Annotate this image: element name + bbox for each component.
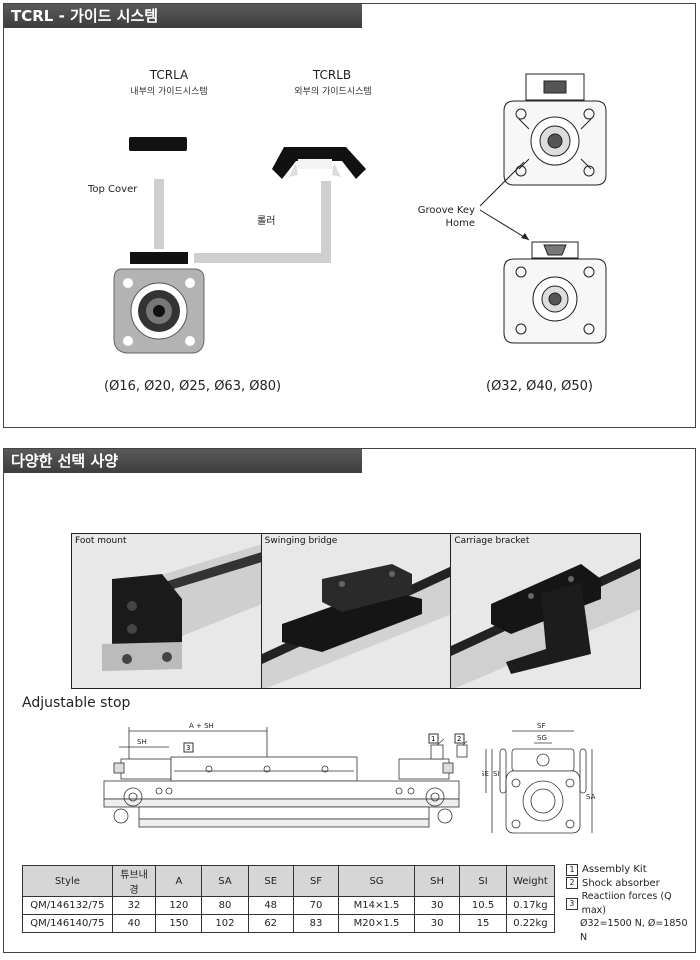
note-text: Reactiion forces (Q max) [581, 891, 672, 916]
table-cell: 150 [155, 914, 203, 933]
adjustable-stop-drawing-end: SF SG SE SI SA [482, 722, 596, 834]
note-text: Shock absorber [582, 877, 660, 889]
spec-table-header-row: Style 튜브내경 A SA SE SF SG SH SI Weight [22, 865, 556, 897]
dim-si: SI [493, 770, 500, 778]
table-cell: QM/146132/75 [22, 896, 113, 915]
dim-sh: SH [137, 738, 147, 746]
col-weight: Weight [505, 865, 556, 897]
tcrla-title: TCRLA [149, 68, 189, 82]
groove-key-label-line2: Home [445, 218, 475, 229]
cross-section-top [503, 73, 607, 186]
dim-sf: SF [537, 722, 545, 730]
table-cell: 70 [292, 896, 340, 915]
tcrlb-desc: 외부의 가이드시스템 [294, 87, 372, 97]
sizes-left: (Ø16, Ø20, Ø25, Ø63, Ø80) [104, 379, 282, 394]
note-shock-absorber: 2 Shock absorber [566, 877, 694, 891]
table-cell: M20×1.5 [338, 914, 415, 933]
note-number: 2 [566, 877, 578, 890]
table-cell: 62 [247, 914, 294, 933]
tcrla-desc: 내부의 가이드시스템 [130, 87, 208, 97]
photo-carriage-bracket: Carriage bracket [451, 534, 641, 688]
callout-3: 3 [183, 742, 194, 753]
col-a: A [155, 865, 203, 897]
section-header-guide-system: TCRL - 가이드 시스템 [4, 4, 362, 28]
top-cover-label: Top Cover [88, 184, 138, 195]
table-cell: QM/146140/75 [22, 914, 113, 933]
photo-label-carriage-bracket: Carriage bracket [454, 536, 530, 546]
callout-1-text: 1 [431, 735, 435, 743]
col-style: Style [22, 865, 113, 897]
dim-sa: SA [586, 793, 596, 801]
guide-system-panel: TCRL - 가이드 시스템 TCRLA 내부의 가이드시스템 TCRLB 외부… [3, 3, 696, 428]
section-header-options: 다양한 선택 사양 [4, 449, 362, 473]
table-cell: 0.17kg [505, 896, 556, 915]
note-assembly-kit: 1 Assembly Kit [566, 863, 694, 877]
table-cell: 83 [292, 914, 340, 933]
table-cell: 30 [413, 914, 461, 933]
tcrl-guide-illustration [113, 137, 366, 354]
table-cell: 102 [201, 914, 249, 933]
cross-section-bottom [503, 241, 607, 344]
col-tube-bore: 튜브내경 [111, 865, 157, 897]
col-si: SI [459, 865, 507, 897]
table-cell: 0.22kg [505, 914, 556, 933]
table-cell: M14×1.5 [338, 896, 415, 915]
callout-2: 2 [454, 733, 465, 744]
table-cell: 15 [459, 914, 507, 933]
table-cell: 10.5 [459, 896, 507, 915]
col-se: SE [247, 865, 294, 897]
photo-swinging-bridge: Swinging bridge [261, 534, 452, 688]
roller-label: 롤러 [257, 216, 276, 227]
col-sf: SF [292, 865, 340, 897]
option-photos: Foot mount Swinging bridge Carriage brac… [71, 533, 641, 689]
table-cell: 40 [111, 914, 157, 933]
dim-se: SE [482, 770, 489, 778]
dim-a-sh: A + SH [189, 722, 214, 730]
sizes-right: (Ø32, Ø40, Ø50) [486, 379, 593, 394]
spec-notes: 1 Assembly Kit 2 Shock absorber 3 Reacti… [566, 863, 694, 944]
groove-key-pointer-lines [479, 161, 530, 241]
tcrlb-title: TCRLB [312, 68, 352, 82]
callout-2-text: 2 [457, 735, 461, 743]
note-reaction-values: Ø32=1500 N, Ø=1850 N [580, 918, 688, 943]
note-number: 3 [566, 897, 578, 910]
col-sa: SA [201, 865, 249, 897]
adjustable-stop-title: Adjustable stop [22, 695, 131, 711]
options-panel: 다양한 선택 사양 Foot mount Swinging bridge [3, 448, 696, 953]
table-cell: 30 [413, 896, 461, 915]
col-sg: SG [338, 865, 415, 897]
col-sh: SH [413, 865, 461, 897]
adjustable-stop-drawing-side: A + SH SH 1 2 3 [103, 722, 468, 828]
tcrlb-roller-carriage [272, 147, 366, 179]
photo-label-foot-mount: Foot mount [75, 536, 127, 546]
table-row: QM/146140/75 40 150 102 62 83 M20×1.5 30… [22, 914, 556, 933]
top-cover-part [129, 137, 187, 151]
groove-key-label-line1: Groove Key [417, 205, 475, 216]
table-cell: 32 [111, 896, 157, 915]
photo-foot-mount: Foot mount [72, 534, 262, 688]
photo-label-swinging-bridge: Swinging bridge [264, 536, 338, 546]
note-reaction-forces: 3 Reactiion forces (Q max) [566, 890, 694, 917]
groove-key-label: Groove Key Home [417, 204, 475, 230]
callout-1: 1 [428, 733, 439, 744]
dim-sg: SG [537, 734, 547, 742]
table-cell: 80 [201, 896, 249, 915]
spec-table: Style 튜브내경 A SA SE SF SG SH SI Weight QM… [22, 865, 556, 933]
note-number: 1 [566, 863, 578, 876]
note-text: Assembly Kit [582, 864, 647, 875]
table-cell: 120 [155, 896, 203, 915]
table-row: QM/146132/75 32 120 80 48 70 M14×1.5 30 … [22, 896, 556, 915]
callout-3-text: 3 [186, 744, 190, 752]
table-cell: 48 [247, 896, 294, 915]
groove-key-cross-sections [503, 73, 607, 344]
